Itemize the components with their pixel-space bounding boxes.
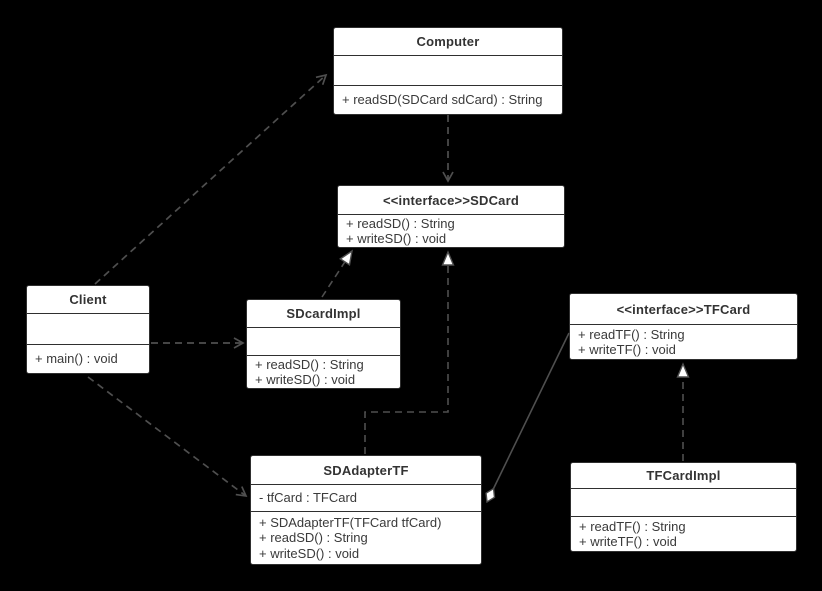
class-tfcard-interface: <<interface>>TFCard + readTF() : String …	[569, 293, 798, 360]
method-entry: + readTF() : String	[578, 326, 685, 342]
class-sdadaptertf-methods: + SDAdapterTF(TFCard tfCard) + readSD() …	[251, 512, 481, 564]
dependency-arrow-client-to-computer	[94, 73, 328, 285]
class-tfcardimpl-title: TFCardImpl	[571, 463, 796, 489]
attribute-entry: - tfCard : TFCard	[259, 490, 358, 506]
class-tfcard-title: <<interface>>TFCard	[570, 294, 797, 325]
class-sdcardimpl-attributes-empty	[247, 328, 400, 356]
class-sdcard-title: <<interface>>SDCard	[338, 186, 564, 215]
class-sdadaptertf: SDAdapterTF - tfCard : TFCard + SDAdapte…	[250, 455, 482, 565]
dependency-arrow-client-to-sdadaptertf	[87, 376, 248, 498]
class-sdcard-interface: <<interface>>SDCard + readSD() : String …	[337, 185, 565, 248]
class-sdcard-methods: + readSD() : String + writeSD() : void	[338, 215, 564, 247]
method-entry: + writeSD() : void	[255, 372, 356, 387]
class-sdadaptertf-attributes: - tfCard : TFCard	[251, 485, 481, 512]
method-entry: + writeSD() : void	[259, 545, 360, 561]
method-entry: + writeTF() : void	[578, 342, 676, 357]
class-sdadaptertf-title: SDAdapterTF	[251, 456, 481, 485]
method-entry: + SDAdapterTF(TFCard tfCard)	[259, 514, 442, 530]
class-sdcardimpl-title: SDcardImpl	[247, 300, 400, 328]
method-entry: + writeSD() : void	[346, 231, 447, 246]
method-entry: + readSD() : String	[259, 530, 368, 546]
method-entry: + readSD() : String	[255, 356, 364, 372]
class-computer-attributes-empty	[334, 56, 562, 86]
class-sdcardimpl: SDcardImpl + readSD() : String + writeSD…	[246, 299, 401, 389]
realization-arrow-sdcardimpl-to-sdcard	[321, 249, 353, 298]
method-entry: + readTF() : String	[579, 518, 686, 534]
class-computer-title: Computer	[334, 28, 562, 56]
class-client-attributes-empty	[27, 314, 149, 345]
method-entry: + readSD(SDCard sdCard) : String	[342, 92, 543, 108]
aggregation-line-sdadaptertf-to-tfcard	[485, 332, 570, 504]
class-tfcardimpl-methods: + readTF() : String + writeTF() : void	[571, 517, 796, 551]
class-client-methods: + main() : void	[27, 345, 149, 373]
method-entry: + writeTF() : void	[579, 534, 677, 549]
class-computer-methods: + readSD(SDCard sdCard) : String	[334, 86, 562, 114]
class-client-title: Client	[27, 286, 149, 314]
method-entry: + main() : void	[35, 351, 118, 367]
class-sdcardimpl-methods: + readSD() : String + writeSD() : void	[247, 356, 400, 388]
class-tfcardimpl: TFCardImpl + readTF() : String + writeTF…	[570, 462, 797, 552]
class-tfcardimpl-attributes-empty	[571, 489, 796, 517]
method-entry: + readSD() : String	[346, 215, 455, 231]
class-tfcard-methods: + readTF() : String + writeTF() : void	[570, 325, 797, 359]
class-computer: Computer + readSD(SDCard sdCard) : Strin…	[333, 27, 563, 115]
class-client: Client + main() : void	[26, 285, 150, 374]
